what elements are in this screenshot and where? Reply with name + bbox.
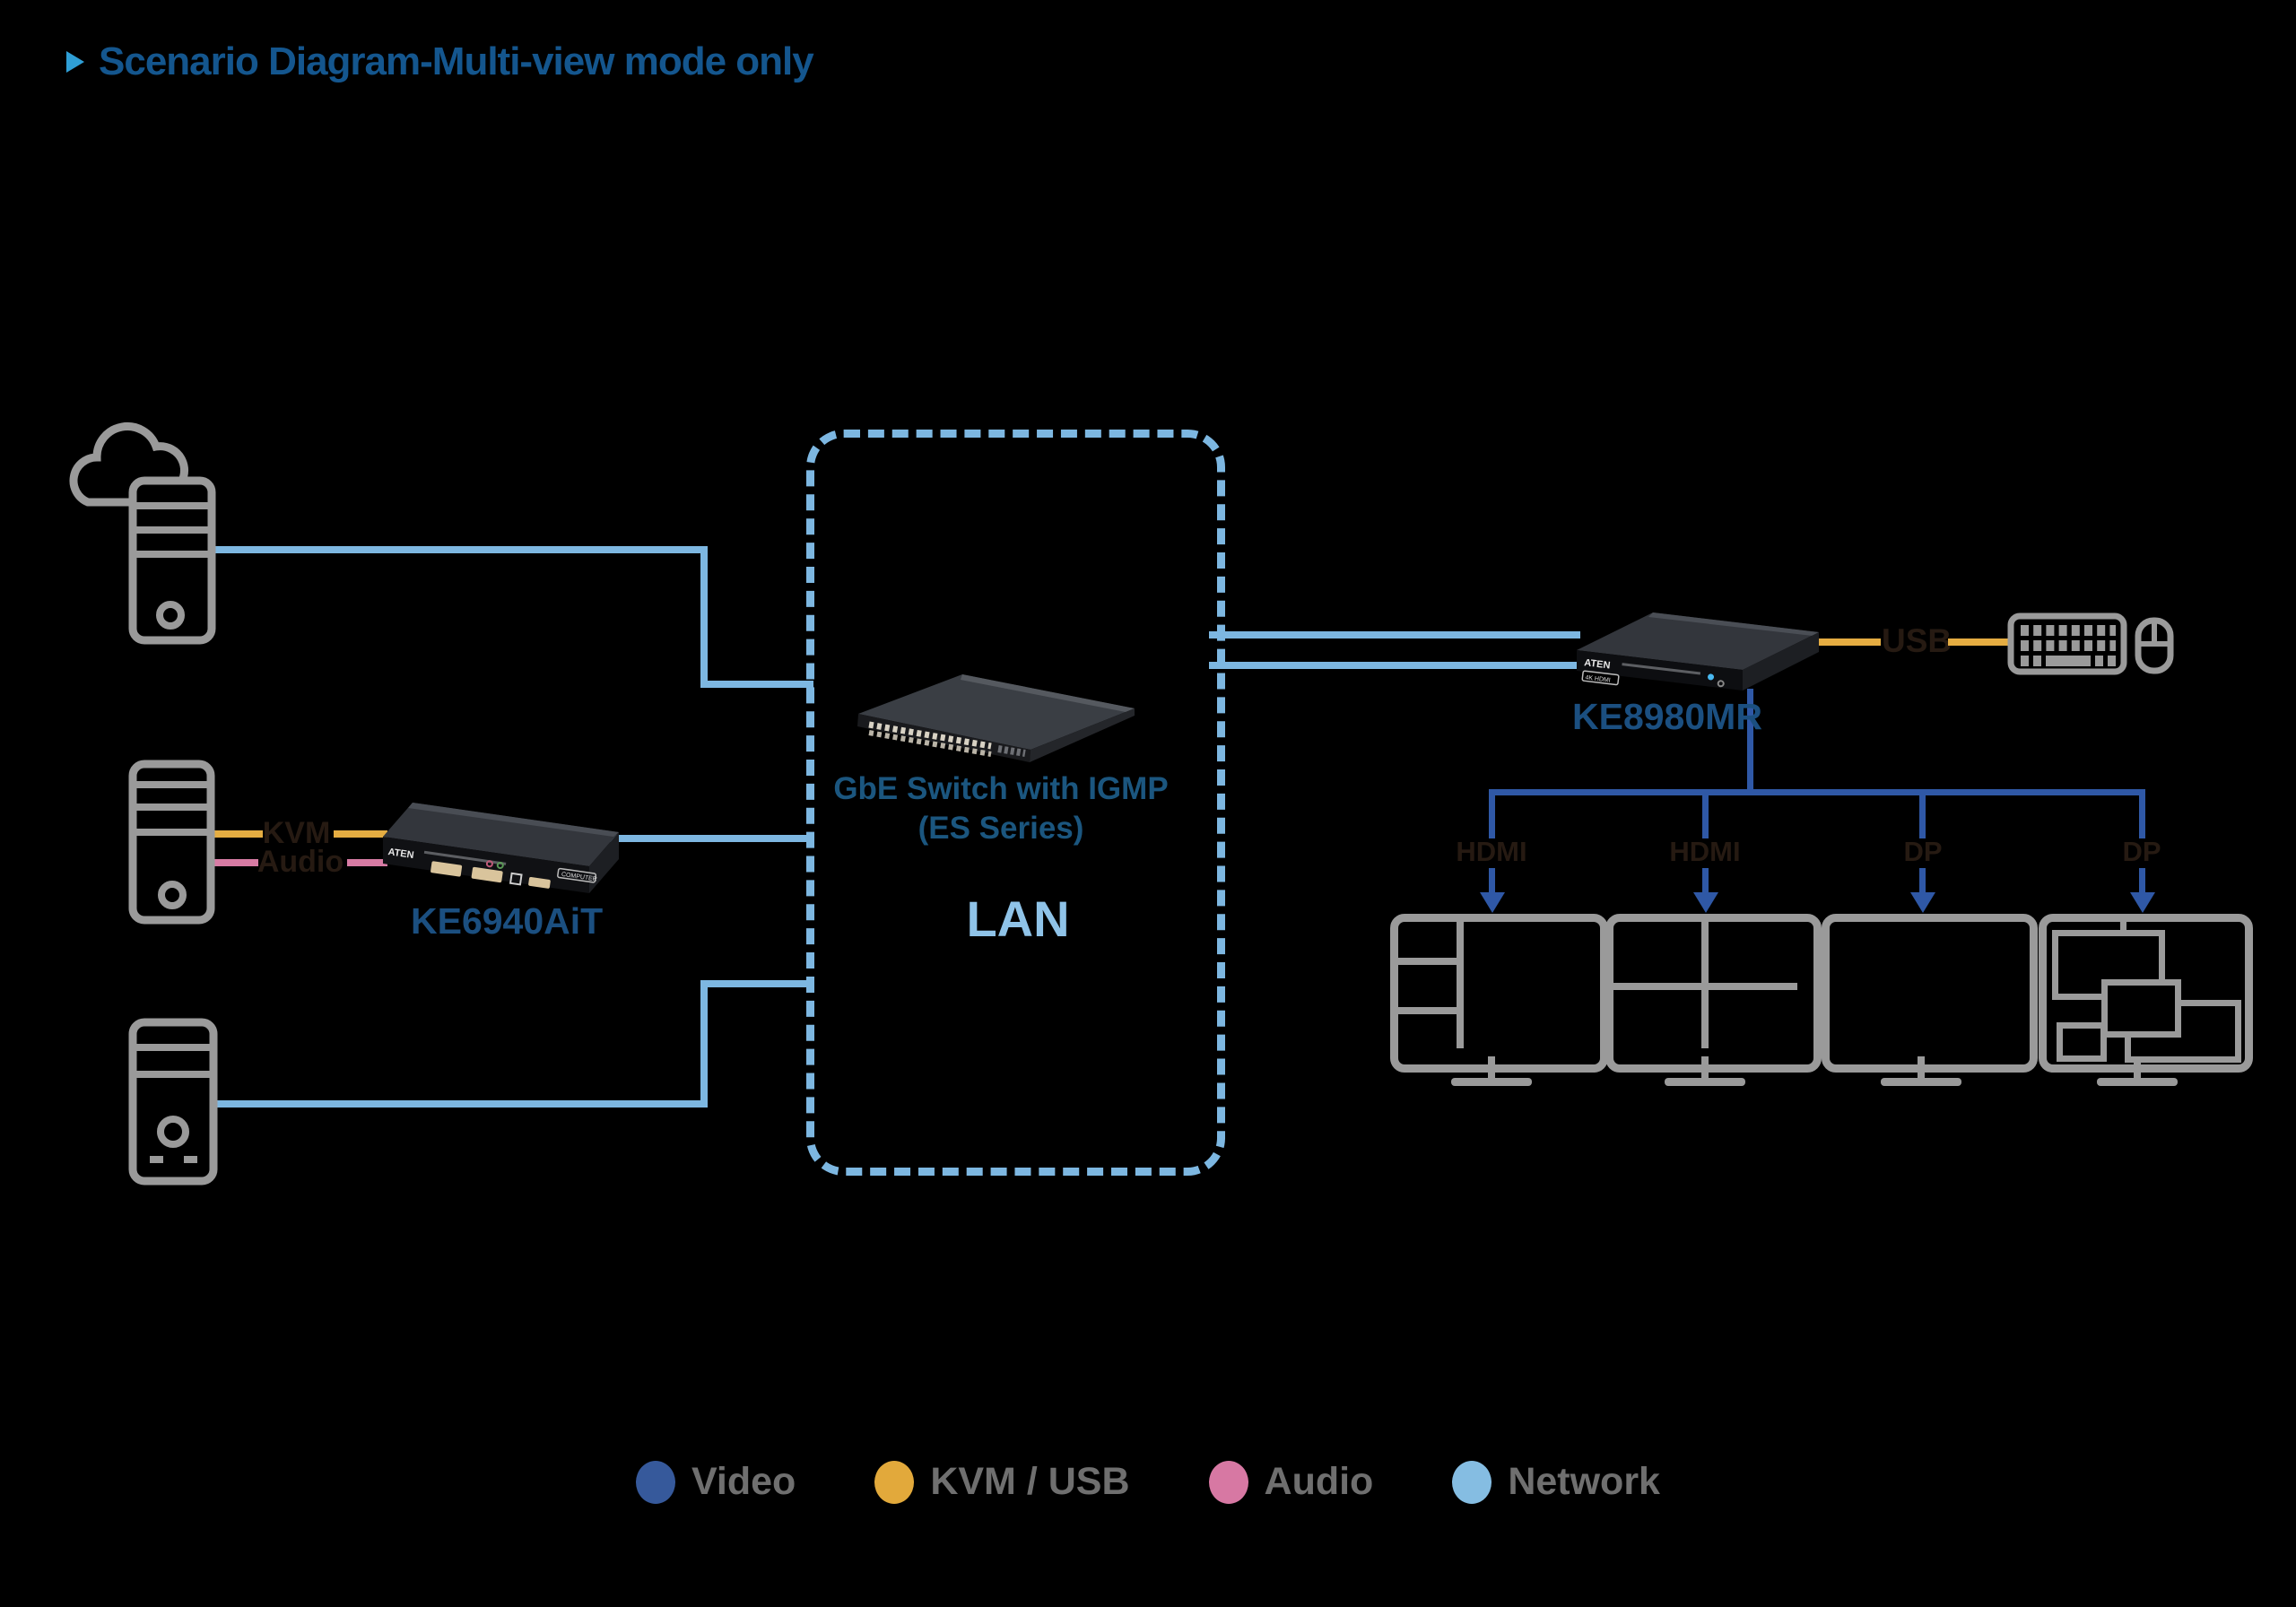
network-line-cloud-h1 (213, 546, 708, 553)
audio-line-1 (209, 859, 258, 866)
legend-item-kvm-usb: KVM / USB (874, 1460, 1130, 1504)
gbe-switch-image (857, 674, 1135, 762)
transmitter-logo: ATEN (387, 847, 415, 861)
video-drop-2 (1702, 789, 1709, 838)
connector-label-3: DP (1903, 836, 1943, 867)
network-line-pc2-h2 (700, 980, 813, 987)
video-drop-1 (1489, 789, 1495, 838)
lan-dashed-box (806, 430, 1225, 1176)
arrow-down-icon-2 (1693, 892, 1718, 913)
connector-label-1: HDMI (1456, 836, 1527, 867)
usb-label: USB (1882, 622, 1952, 659)
kvm-line-2 (334, 830, 387, 838)
kvm-label: KVM (262, 816, 331, 850)
monitor-1-three-pane (1390, 914, 1608, 1073)
receiver-badge: 4K HDMI (1585, 674, 1611, 683)
legend-label-video: Video (691, 1460, 796, 1503)
legend-item-audio: Audio (1208, 1460, 1374, 1504)
kvm-usb-color-dot (874, 1460, 915, 1504)
transmitter-device-image: ATEN COMPUTER (383, 803, 619, 893)
cloud-server-icon (69, 422, 216, 645)
audio-label: Audio (257, 845, 344, 879)
receiver-logo: ATEN (1584, 657, 1611, 671)
lan-label: LAN (966, 890, 1070, 947)
switch-caption-line2: (ES Series) (918, 811, 1084, 846)
arrow-down-icon-4 (2130, 892, 2155, 913)
video-line-receiver-drop (1747, 689, 1753, 795)
video-drop-3 (1919, 789, 1926, 838)
network-line-pc2-v (700, 980, 708, 1108)
legend-label-kvm-usb: KVM / USB (930, 1460, 1130, 1503)
pc-tower-icon-1 (128, 760, 215, 925)
switch-caption: GbE Switch with IGMP (ES Series) (822, 769, 1180, 848)
switch-caption-line1: GbE Switch with IGMP (833, 771, 1169, 806)
legend: Video KVM / USB Audio Network (0, 1460, 2296, 1504)
legend-label-audio: Audio (1264, 1460, 1374, 1503)
video-bus (1489, 789, 2145, 795)
video-arrow-shaft-1 (1489, 868, 1495, 893)
legend-item-network: Network (1452, 1460, 1660, 1504)
video-arrow-shaft-3 (1919, 868, 1926, 893)
legend-item-video: Video (636, 1460, 796, 1504)
video-arrow-shaft-4 (2139, 868, 2145, 893)
arrow-down-icon-1 (1480, 892, 1505, 913)
arrow-down-icon-3 (1910, 892, 1935, 913)
video-arrow-shaft-2 (1702, 868, 1709, 893)
audio-line-2 (347, 859, 387, 866)
keyboard-icon (2007, 612, 2127, 675)
title-bullet-arrow-icon (66, 51, 84, 73)
connector-label-4: DP (2122, 836, 2161, 867)
legend-label-network: Network (1508, 1460, 1660, 1503)
video-color-dot (636, 1460, 676, 1504)
monitor-2-quad (1605, 914, 1822, 1073)
network-line-receiver-1 (1209, 631, 1580, 638)
receiver-model-label: KE8980MR (1572, 696, 1762, 737)
page-title: Scenario Diagram-Multi-view mode only (66, 39, 814, 84)
audio-color-dot (1208, 1460, 1248, 1504)
video-drop-4 (2139, 789, 2145, 838)
network-line-cloud-h2 (700, 681, 813, 688)
transmitter-model-label: KE6940AiT (411, 900, 604, 942)
network-line-pc2-h1 (213, 1100, 708, 1108)
network-line-transmitter (592, 835, 813, 842)
pc-tower-icon-2 (128, 1018, 218, 1186)
connector-label-2: HDMI (1669, 836, 1741, 867)
monitor-4-windows (2039, 914, 2253, 1073)
kvm-line-1 (209, 830, 263, 838)
network-color-dot (1452, 1460, 1492, 1504)
monitor-3-full (1822, 914, 2038, 1073)
network-line-receiver-2 (1209, 662, 1580, 669)
receiver-device-image: ATEN 4K HDMI (1577, 612, 1819, 691)
mouse-icon (2135, 617, 2174, 674)
usb-line-2 (1948, 638, 2009, 646)
network-line-cloud-v (700, 546, 708, 688)
page-title-text: Scenario Diagram-Multi-view mode only (99, 39, 814, 83)
usb-line-1 (1813, 638, 1881, 646)
